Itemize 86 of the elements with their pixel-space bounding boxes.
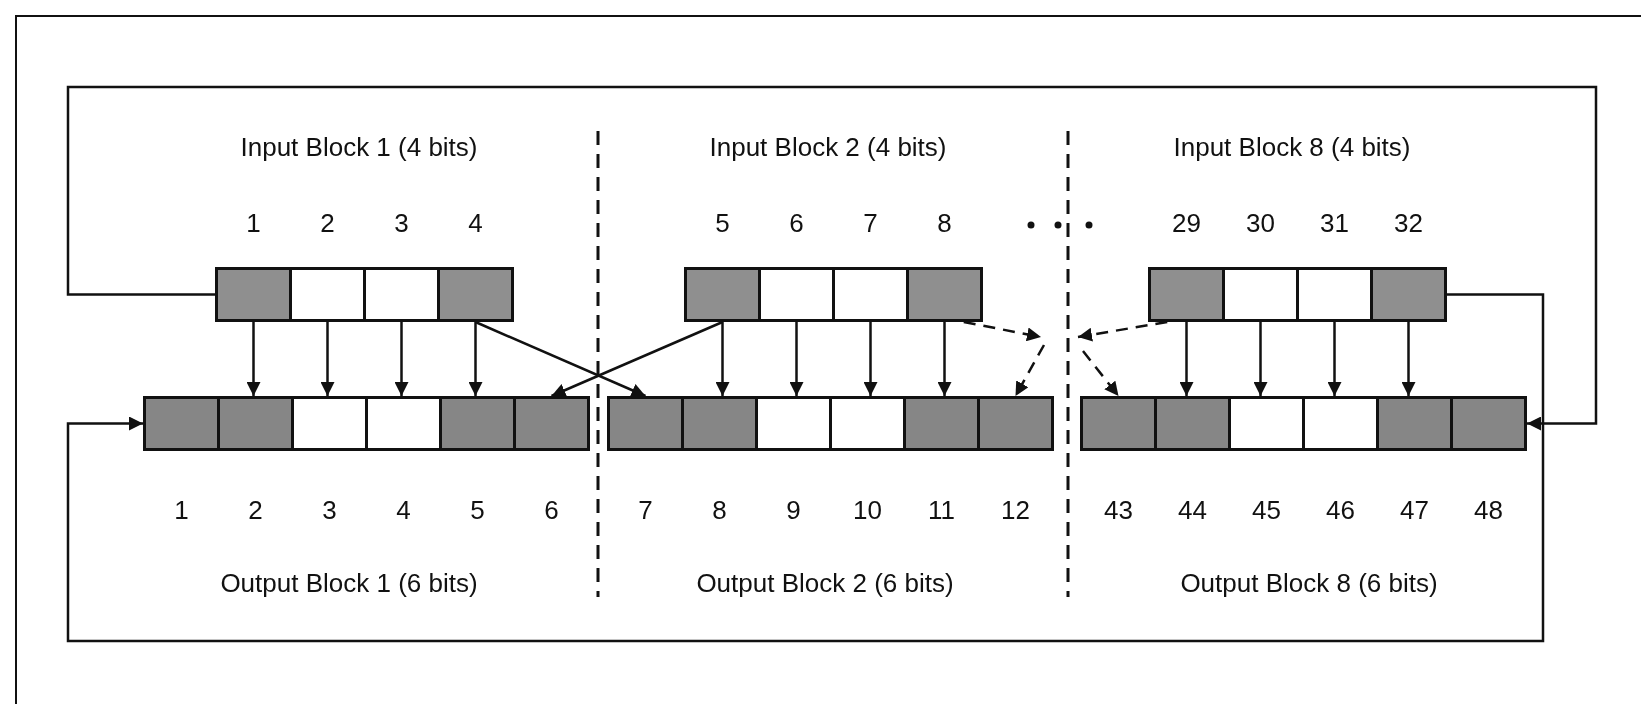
bit-number: 3 (322, 495, 337, 525)
bit-cell (829, 396, 906, 451)
arrow (715, 322, 730, 396)
bit-cell (289, 267, 366, 322)
bit-number: 1 (174, 495, 189, 525)
bit-number: 2 (320, 208, 335, 238)
arrow (1014, 344, 1046, 397)
bit-number: 9 (786, 495, 801, 525)
bit-number: 2 (248, 495, 263, 525)
shaded-bit-cell (215, 267, 292, 322)
arrow (394, 322, 409, 396)
shaded-bit-cell (1370, 267, 1447, 322)
bit-cell (365, 396, 442, 451)
bit-number: 32 (1394, 208, 1423, 238)
bit-number: 4 (468, 208, 483, 238)
shaded-bit-cell (143, 396, 220, 451)
bit-number: 7 (638, 495, 653, 525)
arrow (1253, 322, 1268, 396)
shaded-bit-cell (513, 396, 590, 451)
shaded-bit-cell (1148, 267, 1225, 322)
bit-number: 44 (1178, 495, 1207, 525)
shaded-bit-cell (1376, 396, 1453, 451)
shaded-bit-cell (607, 396, 684, 451)
bit-number: 10 (853, 495, 882, 525)
shaded-bit-cell (977, 396, 1054, 451)
block-heading: Input Block 8 (4 bits) (1173, 132, 1411, 162)
bit-number: 6 (544, 495, 559, 525)
shaded-bit-cell (217, 396, 294, 451)
bit-cell (832, 267, 909, 322)
shaded-bit-cell (684, 267, 761, 322)
arrow (1082, 350, 1120, 397)
arrow (66, 85, 1598, 431)
arrow (1077, 320, 1168, 342)
bit-number: 31 (1320, 208, 1349, 238)
bit-number: 5 (715, 208, 730, 238)
shaded-bit-cell (1154, 396, 1231, 451)
block-heading: Input Block 2 (4 bits) (709, 132, 947, 162)
block-heading: Output Block 8 (6 bits) (1180, 568, 1438, 598)
block-heading: Output Block 2 (6 bits) (696, 568, 954, 598)
bit-number: 11 (928, 495, 955, 525)
bit-number: 8 (712, 495, 727, 525)
bit-number: 29 (1172, 208, 1201, 238)
arrow (789, 322, 804, 396)
arrow (246, 322, 261, 396)
bit-number: 4 (396, 495, 411, 525)
arrow (1401, 322, 1416, 396)
arrow (1179, 322, 1194, 396)
bit-cell (1228, 396, 1305, 451)
arrow (863, 322, 878, 396)
bit-number: 5 (470, 495, 485, 525)
bit-cell (755, 396, 832, 451)
bit-cell (1296, 267, 1373, 322)
shaded-bit-cell (1080, 396, 1157, 451)
bit-number: 3 (394, 208, 409, 238)
block-heading: Output Block 1 (6 bits) (220, 568, 478, 598)
bit-cell (291, 396, 368, 451)
shaded-bit-cell (906, 267, 983, 322)
bit-number: 30 (1246, 208, 1275, 238)
shaded-bit-cell (437, 267, 514, 322)
bit-cell (1302, 396, 1379, 451)
bit-number: 45 (1252, 495, 1281, 525)
shaded-bit-cell (439, 396, 516, 451)
bit-number: 12 (1001, 495, 1030, 525)
bit-number: 7 (863, 208, 878, 238)
shaded-bit-cell (681, 396, 758, 451)
arrow (475, 320, 646, 398)
shaded-bit-cell (903, 396, 980, 451)
arrow (551, 320, 723, 398)
arrow (320, 322, 335, 396)
bit-cell (1222, 267, 1299, 322)
block-heading: Input Block 1 (4 bits) (240, 132, 478, 162)
bit-number: 43 (1104, 495, 1133, 525)
arrow (468, 322, 483, 396)
bit-number: 6 (789, 208, 804, 238)
bit-number: 1 (246, 208, 261, 238)
bit-cell (758, 267, 835, 322)
arrow (1327, 322, 1342, 396)
shaded-bit-cell (1450, 396, 1527, 451)
bit-number: 47 (1400, 495, 1429, 525)
arrow (66, 293, 1545, 643)
bit-number: 48 (1474, 495, 1503, 525)
arrow (937, 322, 952, 396)
arrow (963, 320, 1042, 342)
bit-number: 46 (1326, 495, 1355, 525)
bit-number: 8 (937, 208, 952, 238)
bit-cell (363, 267, 440, 322)
